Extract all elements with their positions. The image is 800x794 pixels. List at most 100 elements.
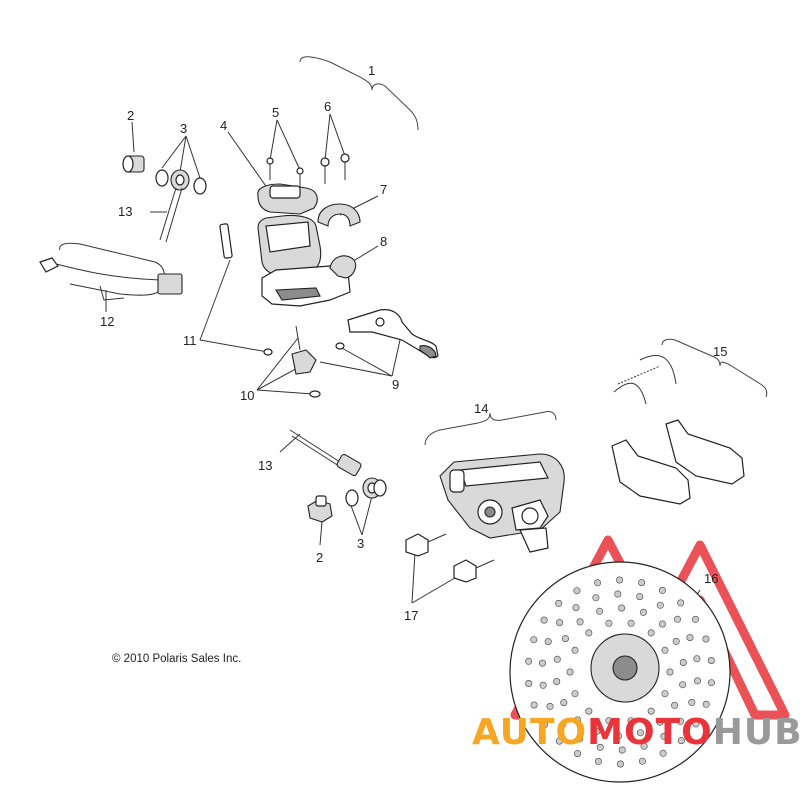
- master-cylinder-assembly: [219, 153, 361, 356]
- rotor-hole: [538, 659, 546, 667]
- callout-4: 4: [220, 118, 227, 133]
- callout-2-lower: 2: [316, 550, 323, 565]
- rotor-hole: [627, 619, 635, 627]
- svg-text:AUTOMOTOHUB: AUTOMOTOHUB: [472, 712, 800, 753]
- rotor-hole: [693, 677, 701, 685]
- rotor-hole: [596, 743, 604, 751]
- callout-13-lower: 13: [258, 458, 272, 473]
- rotor-hole: [540, 721, 548, 729]
- callout-16: 16: [704, 571, 718, 586]
- rotor-hole: [640, 742, 648, 750]
- rotor-hole: [672, 637, 680, 645]
- caliper-mounting-bolts: [405, 533, 495, 583]
- rotor-hole: [525, 657, 533, 665]
- callout-8: 8: [380, 234, 387, 249]
- rotor-hole: [686, 634, 694, 642]
- brake-pads: [611, 355, 745, 505]
- rotor-hole: [688, 698, 696, 706]
- rotor-hole: [555, 737, 563, 745]
- rotor-hole: [561, 635, 569, 643]
- rotor-hole: [593, 728, 601, 736]
- callout-13: 13: [118, 204, 132, 219]
- rotor-hole: [660, 732, 668, 740]
- rotor-hole: [614, 590, 622, 598]
- callout-6: 6: [324, 99, 331, 114]
- rotor-hole: [707, 679, 715, 687]
- rotor-hole: [574, 750, 582, 758]
- rotor-hole: [566, 668, 574, 676]
- watermark-wordmark: AUTOMOTOHUB: [472, 712, 800, 753]
- rotor-hole: [692, 720, 700, 728]
- rotor-hole: [616, 760, 624, 768]
- rotor-hole: [560, 699, 568, 707]
- rotor-hole: [539, 681, 547, 689]
- rotor-hole: [592, 594, 600, 602]
- rotor-hole: [693, 655, 701, 663]
- rotor-hole: [618, 604, 626, 612]
- rotor-hole: [658, 586, 666, 594]
- rotor-hole: [614, 732, 622, 740]
- callout-17: 17: [404, 608, 418, 623]
- rotor-hole: [530, 636, 538, 644]
- brake-caliper: [439, 453, 565, 553]
- brace-pads-15: [661, 338, 768, 398]
- rotor-hole: [574, 716, 582, 724]
- rotor-hole: [673, 615, 681, 623]
- callout-1: 1: [368, 63, 375, 78]
- rotor-hole: [576, 735, 584, 743]
- rotor-hole: [553, 677, 561, 685]
- rotor-hole: [656, 601, 664, 609]
- callout-7: 7: [380, 182, 387, 197]
- rotor-hole: [691, 615, 699, 623]
- callout-9: 9: [392, 377, 399, 392]
- callout-5: 5: [272, 105, 279, 120]
- rotor-hole: [666, 668, 674, 676]
- rotor-hole: [618, 746, 626, 754]
- rotor-hole: [540, 616, 548, 624]
- wordmark-moto: MOTO: [587, 712, 713, 753]
- rotor-hole: [576, 618, 584, 626]
- brake-light-switch: [39, 242, 183, 301]
- rotor-hole: [659, 749, 667, 757]
- rotor-hole: [605, 619, 613, 627]
- callout-2: 2: [127, 108, 134, 123]
- rotor-hole: [616, 576, 624, 584]
- rotor-hole: [638, 757, 646, 765]
- rotor-hole: [702, 700, 710, 708]
- rotor-hole: [679, 681, 687, 689]
- rotor-hole: [530, 701, 538, 709]
- rotor-hole: [636, 729, 644, 737]
- wordmark-auto: AUTO: [472, 712, 587, 753]
- rotor-hole: [573, 587, 581, 595]
- rotor-hole: [647, 707, 655, 715]
- rotor-hole: [656, 718, 664, 726]
- callout-labels: 1 2 3 4 5 6 7 8 9 10 11 12 13 14 15 16 1…: [100, 63, 727, 623]
- brace-assembly-1: [299, 56, 419, 131]
- rotor-hole: [671, 701, 679, 709]
- rotor-hole: [677, 737, 685, 745]
- rotor-hole: [636, 593, 644, 601]
- rotor-hole: [627, 717, 635, 725]
- rotor-hole: [546, 702, 554, 710]
- rotor-hole: [596, 607, 604, 615]
- banjo-bolt-upper: [122, 155, 145, 173]
- rotor-hole: [525, 679, 533, 687]
- rotor-hole: [638, 579, 646, 587]
- rotor-hole: [594, 757, 602, 765]
- rotor-hole: [585, 707, 593, 715]
- sealing-washers-upper: [155, 169, 207, 195]
- copyright-text: © 2010 Polaris Sales Inc.: [112, 653, 241, 665]
- rotor-hole: [594, 579, 602, 587]
- brace-caliper-14: [424, 411, 557, 446]
- brake-lever: [291, 309, 439, 398]
- rotor-hole: [679, 658, 687, 666]
- brake-line-upper: [159, 187, 183, 243]
- rotor-hole: [605, 717, 613, 725]
- brake-line-lower: [289, 429, 382, 499]
- rotor-hole: [558, 721, 566, 729]
- callout-3-lower: 3: [357, 536, 364, 551]
- callout-12: 12: [100, 314, 114, 329]
- rotor-hole: [572, 604, 580, 612]
- rotor-hole: [555, 599, 563, 607]
- callout-11: 11: [183, 333, 197, 348]
